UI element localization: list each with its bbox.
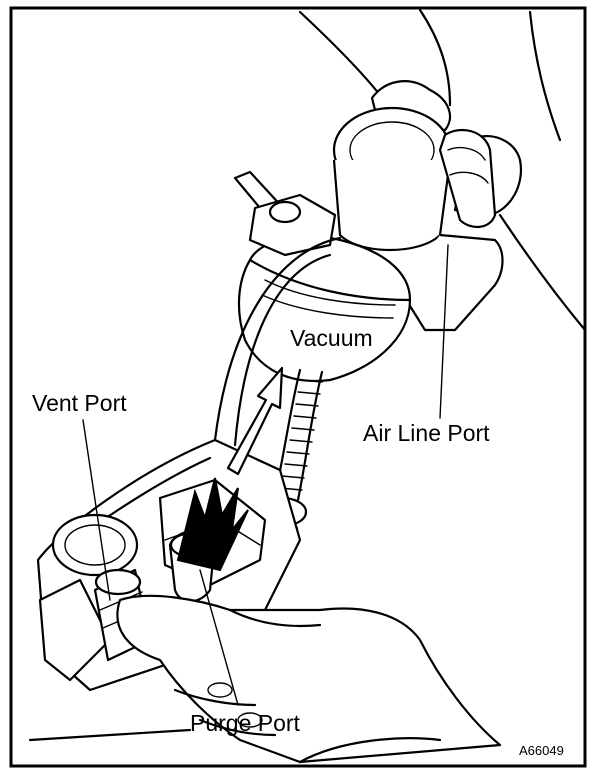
figure-code: A66049 <box>519 743 564 758</box>
vacuum-arc-hose-inner <box>233 253 332 447</box>
air-line-hose <box>438 128 497 228</box>
vent-port-label: Vent Port <box>32 390 127 416</box>
air-line-port-leader <box>439 244 449 419</box>
air-blast-shape <box>176 477 249 572</box>
vent-port-leader <box>82 419 111 601</box>
figure-border <box>9 6 587 768</box>
vacuum-arc-hose <box>213 236 342 442</box>
lower-hand <box>116 594 502 764</box>
air-line-port-label: Air Line Port <box>363 420 490 446</box>
purge-port-label: Purge Port <box>190 710 301 736</box>
vacuum-gauge-body <box>233 106 504 382</box>
purge-port-leader <box>199 569 239 706</box>
vacuum-label: Vacuum <box>290 325 373 351</box>
vacuum-flow-arrow <box>226 366 284 476</box>
